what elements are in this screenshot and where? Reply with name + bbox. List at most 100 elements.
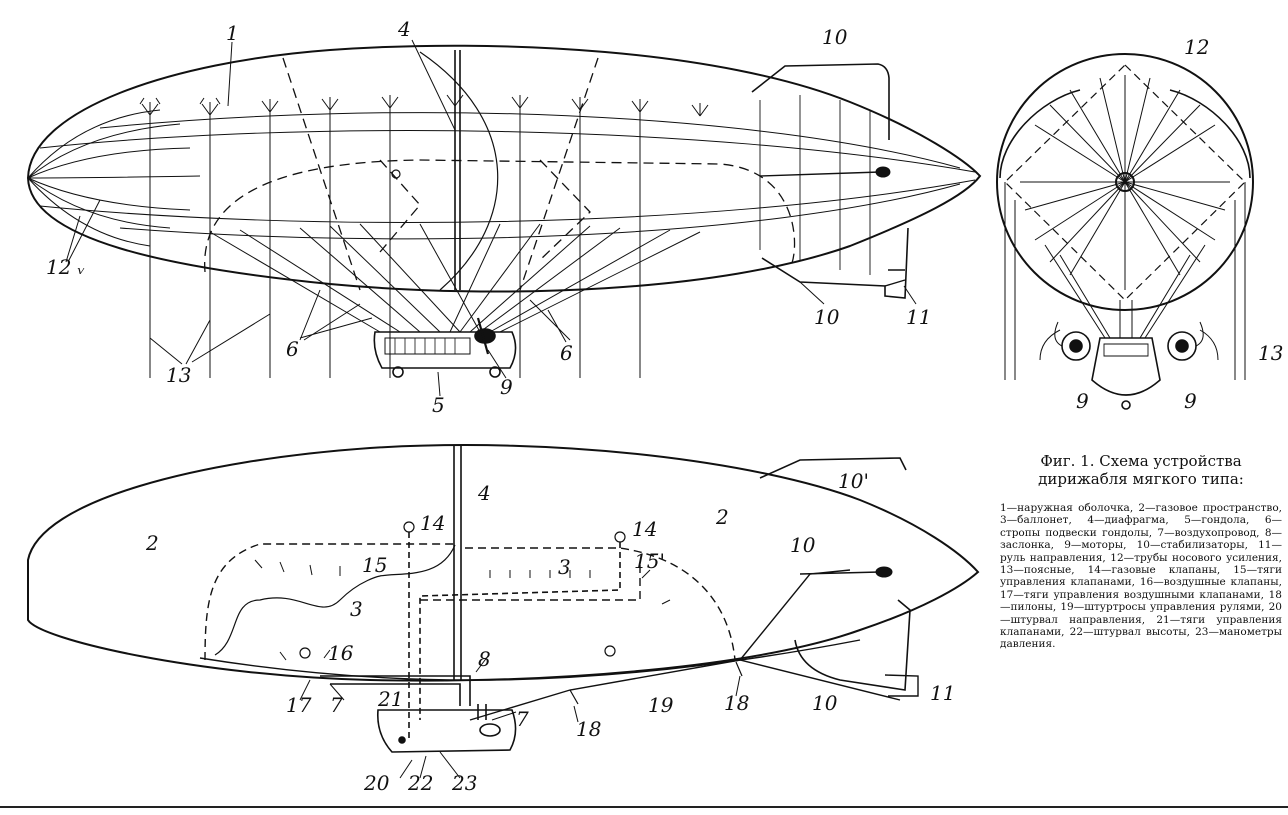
ballonet-wavy-fabric — [214, 544, 456, 656]
sec-label-21: 21 — [377, 687, 403, 711]
sec-label-18-left: 18 — [576, 717, 601, 741]
sec-label-17: 17 — [286, 693, 312, 717]
valve-control-rods — [408, 532, 621, 740]
label-6-left: 6 — [286, 337, 299, 361]
legend-item: 11—руль направления, — [1000, 539, 1282, 564]
gas-valves — [299, 521, 626, 659]
sec-label-3-left: 3 — [350, 597, 363, 621]
legend-item: 2—газовое пространство, — [1138, 502, 1282, 514]
diaphragm — [454, 50, 461, 290]
front-label-9-right: 9 — [1184, 389, 1197, 413]
side-view-external — [26, 44, 982, 378]
legend-item: 12—трубы носового усиления, — [1110, 551, 1282, 564]
sec-label-7-left: 7 — [330, 693, 343, 717]
legend-item: 22—штурвал высоты, — [1069, 626, 1190, 639]
front-engines — [1039, 321, 1219, 361]
gas-valve-top — [391, 169, 401, 179]
sec-label-2-left: 2 — [145, 531, 159, 555]
figure-caption: Фиг. 1. Схема устройства дирижабля мягко… — [1000, 452, 1282, 651]
envelope-longitudinals — [39, 112, 976, 240]
sec-label-10-lower: 10 — [812, 691, 838, 715]
front-label-9-left: 9 — [1076, 389, 1089, 413]
legend-item: 15—тяги управления клапанами, — [1000, 564, 1282, 589]
legend-item: 23—манометры давления. — [1000, 626, 1283, 651]
section-gondola — [376, 704, 517, 753]
sec-label-22: 22 — [407, 771, 433, 795]
nose-reinforcement-tubes — [27, 109, 201, 247]
caption-title-line-2: дирижабля мягкого типа: — [1038, 470, 1244, 488]
legend-item: 10—стабилизаторы, — [1136, 539, 1248, 552]
sec-label-4: 4 — [477, 481, 491, 505]
front-belt-lines — [1004, 182, 1246, 380]
front-gondola — [1091, 337, 1161, 410]
section-rudder — [884, 674, 919, 697]
sec-label-10p: 10' — [838, 469, 869, 493]
legend-item: 4—диафрагма, — [1087, 514, 1169, 527]
ballonets — [204, 543, 736, 661]
caption-title-line-1: Фиг. 1. Схема устройства — [1040, 452, 1242, 470]
section-upper-fin — [759, 457, 907, 479]
legend-item: 1—наружная оболочка, — [1000, 502, 1134, 514]
sec-label-18-right: 18 — [724, 691, 749, 715]
steering-cables — [469, 659, 901, 721]
legend-item: 5—гондола, — [1184, 514, 1250, 527]
legend-item: 13—поясные, — [1000, 564, 1075, 577]
section-tail-tube — [799, 571, 881, 575]
caption-legend: 1—наружная оболочка, 2—газовое пространс… — [1000, 502, 1282, 651]
section-envelope — [27, 444, 980, 682]
label-13: 13 — [166, 363, 191, 387]
belt-crowfeet — [139, 93, 709, 117]
sec-label-10-tail: 10 — [790, 533, 816, 557]
lower-stabilizer — [761, 227, 909, 299]
label-4: 4 — [397, 17, 411, 41]
legend-item: 20—штурвал направления, — [1000, 601, 1282, 626]
top-view-labels: 1 4 10 12 ᵥ 13 6 5 9 6 10 11 — [46, 17, 931, 417]
section-leader-lines — [299, 655, 741, 779]
legend-item: 19—штуртросы управления рулями, — [1060, 601, 1265, 614]
section-diaphragm — [453, 446, 462, 680]
tail-fitting — [875, 166, 891, 178]
pylons — [569, 661, 743, 705]
sec-label-15p: 15' — [634, 549, 665, 573]
sec-label-15: 15 — [362, 553, 387, 577]
sec-label-23: 23 — [451, 771, 477, 795]
fin-rib-lines — [759, 95, 871, 275]
legend-item: 14—газовые клапаны, — [1087, 564, 1221, 577]
front-label-13: 13 — [1258, 341, 1283, 365]
legend-item: 7—воздухопровод, — [1157, 526, 1260, 539]
top-leader-lines — [65, 39, 917, 397]
tail-tube — [759, 171, 881, 177]
sec-label-20: 20 — [363, 771, 390, 795]
tail-strut — [739, 569, 851, 661]
label-9: 9 — [500, 375, 513, 399]
sec-label-2-right: 2 — [715, 505, 729, 529]
section-view-labels: 4 10' 2 14 14 2 10 15 15' 3 3 16 8 21 7 … — [145, 469, 955, 795]
label-6-right: 6 — [560, 341, 573, 365]
front-label-12: 12 — [1184, 35, 1209, 59]
section-envelope-lower-edge — [199, 639, 861, 681]
legend-item: 8—заслонка, — [1000, 526, 1283, 552]
legend-item: 21—тяги управления клапанами, — [1000, 613, 1282, 639]
front-envelope — [996, 53, 1254, 311]
ballonet-airflow-arrows — [254, 559, 671, 661]
caption-title: Фиг. 1. Схема устройства дирижабля мягко… — [1000, 452, 1282, 488]
label-10: 10 — [822, 25, 848, 49]
sec-label-3-right: 3 — [558, 555, 571, 579]
page-bottom-rule — [0, 806, 1288, 808]
label-5: 5 — [432, 393, 445, 417]
sec-label-14-left: 14 — [420, 511, 445, 535]
legend-item: 6—стропы подвески гондолы, — [1000, 514, 1283, 539]
label-12: 12 ᵥ — [46, 255, 85, 279]
legend-item: 16—воздушные клапаны, — [1139, 576, 1282, 589]
label-11: 11 — [906, 305, 931, 329]
legend-item: 3—баллонет, — [1000, 514, 1072, 527]
front-view-labels: 12 9 9 13 — [1076, 35, 1283, 413]
front-dashed-square — [1004, 64, 1246, 301]
sec-label-7-right: 7 — [516, 707, 529, 731]
sec-label-14-right: 14 — [632, 517, 657, 541]
belt-lines — [149, 108, 641, 378]
sec-label-16: 16 — [328, 641, 354, 665]
front-outer-rigging — [999, 89, 1251, 179]
front-view — [996, 53, 1254, 410]
